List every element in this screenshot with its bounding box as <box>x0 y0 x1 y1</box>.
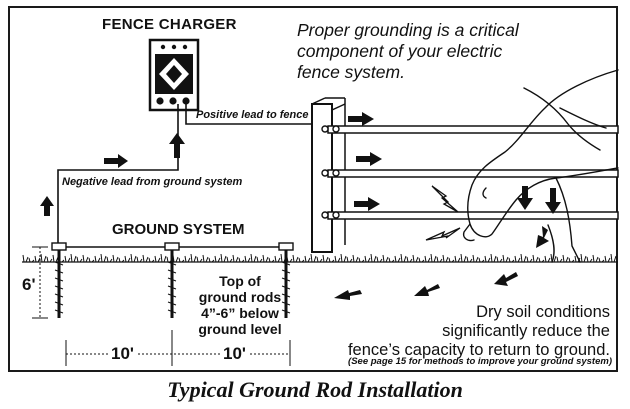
positive-lead-wire <box>185 104 318 125</box>
lightning-bolt-icon <box>425 185 461 241</box>
rod-depth-dimension <box>32 246 48 319</box>
fence-charger-title: FENCE CHARGER <box>102 16 237 33</box>
rod-spacing-dimension <box>65 330 291 366</box>
dry-soil-line-2: significantly reduce the <box>442 322 610 340</box>
negative-lead-label: Negative lead from ground system <box>62 176 243 188</box>
ground-rod-3 <box>278 242 294 318</box>
rods-note-line-1: Top of <box>219 273 261 289</box>
ground-system-reference-note: (See page 15 for methods to improve your… <box>348 356 612 367</box>
headline-line-2: component of your electric <box>297 41 503 61</box>
figure-caption: Typical Ground Rod Installation <box>167 377 463 402</box>
ground-rod-1 <box>51 242 67 318</box>
rods-note-line-2: ground rods <box>198 289 282 305</box>
ground-system-title: GROUND SYSTEM <box>112 221 245 238</box>
horse-icon <box>462 69 619 263</box>
dry-soil-note: Dry soil conditions significantly reduce… <box>316 303 610 360</box>
ground-surface <box>22 253 618 263</box>
dry-soil-line-1: Dry soil conditions <box>476 303 610 321</box>
headline: Proper grounding is a critical component… <box>297 20 519 83</box>
dry-soil-line-3: fence’s capacity to return to ground. <box>347 341 610 359</box>
ground-rod-2 <box>164 242 180 318</box>
fence-charger-unit <box>148 38 200 112</box>
rods-note-line-3: 4”-6” below <box>201 305 279 321</box>
rod-spacing-label-2: 10' <box>220 344 249 364</box>
rod-spacing-label-1: 10' <box>108 344 137 364</box>
rods-note-line-4: ground level <box>198 321 282 337</box>
fence-wires <box>321 125 619 220</box>
arrow-icon <box>40 112 561 300</box>
headline-line-3: fence system. <box>297 62 405 82</box>
ground-rods-note: Top of ground rods 4”-6” below ground le… <box>192 273 288 337</box>
rod-depth-label: 6' <box>22 275 36 294</box>
positive-lead-label: Positive lead to fence <box>196 109 309 121</box>
diamond-logo-icon <box>159 58 189 90</box>
headline-line-1: Proper grounding is a critical <box>297 20 519 40</box>
